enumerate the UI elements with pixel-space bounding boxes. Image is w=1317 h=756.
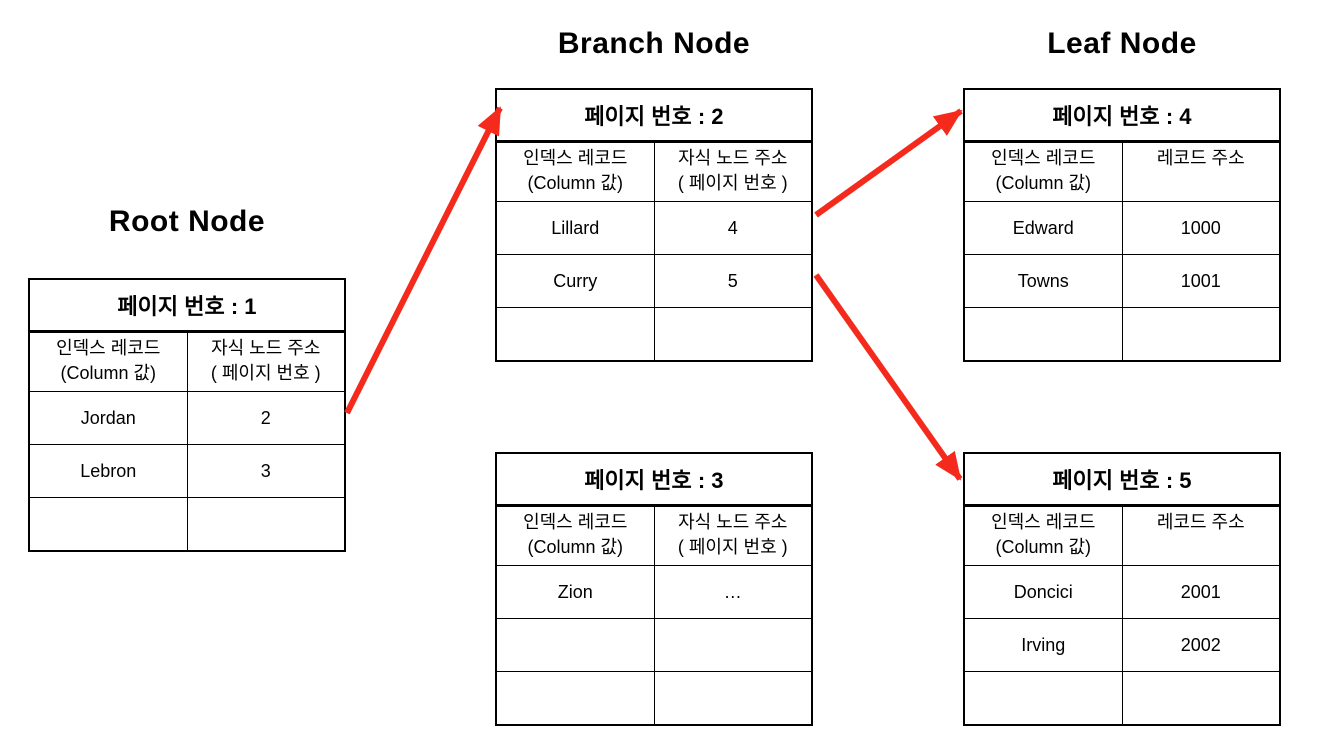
index-record-cell: [28, 497, 188, 552]
table-title: 페이지 번호 : 5: [963, 452, 1281, 507]
table-row: Lillard 4: [495, 201, 813, 255]
table-title: 페이지 번호 : 3: [495, 452, 813, 507]
header-cell-record-address: 레코드 주소: [1121, 505, 1281, 566]
header-line: 레코드 주소: [1156, 512, 1245, 532]
table-row: Irving 2002: [963, 618, 1281, 672]
header-line: 자식 노드 주소: [678, 148, 788, 168]
node-table-page-3: 페이지 번호 : 3 인덱스 레코드 (Column 값) 자식 노드 주소 (…: [495, 452, 813, 726]
header-line: 자식 노드 주소: [211, 338, 321, 358]
header-line: (Column 값): [60, 363, 157, 383]
table-row: Lebron 3: [28, 444, 346, 498]
table-title: 페이지 번호 : 4: [963, 88, 1281, 143]
address-cell: 1000: [1121, 201, 1281, 255]
index-record-cell: Edward: [963, 201, 1123, 255]
arrow-page2-to-page4: [814, 108, 963, 218]
table-row: Jordan 2: [28, 391, 346, 445]
address-cell: [653, 618, 813, 672]
index-record-cell: Jordan: [28, 391, 188, 445]
address-cell: [653, 307, 813, 362]
header-line: (Column 값): [995, 173, 1092, 193]
arrow-page2-to-page5: [813, 273, 963, 481]
header-line: ( 페이지 번호 ): [677, 537, 788, 557]
header-line: 인덱스 레코드: [523, 512, 628, 532]
node-table-page-2: 페이지 번호 : 2 인덱스 레코드 (Column 값) 자식 노드 주소 (…: [495, 88, 813, 362]
header-line: (Column 값): [527, 173, 624, 193]
table-row: Doncici 2001: [963, 565, 1281, 619]
address-cell: 4: [653, 201, 813, 255]
header-line: (Column 값): [527, 537, 624, 557]
index-record-cell: Doncici: [963, 565, 1123, 619]
table-row: [495, 618, 813, 672]
table-row: Zion …: [495, 565, 813, 619]
table-title: 페이지 번호 : 2: [495, 88, 813, 143]
header-line: 인덱스 레코드: [991, 148, 1096, 168]
table-row: [28, 497, 346, 552]
header-cell-record-address: 레코드 주소: [1121, 141, 1281, 202]
address-cell: 1001: [1121, 254, 1281, 308]
table-row: [495, 671, 813, 726]
node-table-page-4: 페이지 번호 : 4 인덱스 레코드 (Column 값) 레코드 주소 Edw…: [963, 88, 1281, 362]
node-table-page-5: 페이지 번호 : 5 인덱스 레코드 (Column 값) 레코드 주소 Don…: [963, 452, 1281, 726]
header-cell-child-node-address: 자식 노드 주소 ( 페이지 번호 ): [653, 505, 813, 566]
table-row: Edward 1000: [963, 201, 1281, 255]
header-line: (Column 값): [995, 537, 1092, 557]
index-record-cell: Lillard: [495, 201, 655, 255]
address-cell: [1121, 671, 1281, 726]
header-cell-index-record: 인덱스 레코드 (Column 값): [495, 505, 655, 566]
address-cell: 2001: [1121, 565, 1281, 619]
index-record-cell: [963, 671, 1123, 726]
index-record-cell: [963, 307, 1123, 362]
header-cell-child-node-address: 자식 노드 주소 ( 페이지 번호 ): [653, 141, 813, 202]
table-row: Towns 1001: [963, 254, 1281, 308]
table-title: 페이지 번호 : 1: [28, 278, 346, 333]
header-line: ( 페이지 번호 ): [677, 173, 788, 193]
address-cell: 2: [186, 391, 346, 445]
index-record-cell: [495, 671, 655, 726]
table-row: [495, 307, 813, 362]
index-record-cell: Towns: [963, 254, 1123, 308]
header-line: 레코드 주소: [1156, 148, 1245, 168]
header-line: 인덱스 레코드: [56, 338, 161, 358]
header-line: 인덱스 레코드: [523, 148, 628, 168]
address-cell: [186, 497, 346, 552]
header-line: 자식 노드 주소: [678, 512, 788, 532]
arrow-page1-to-page2: [344, 106, 503, 415]
header-cell-index-record: 인덱스 레코드 (Column 값): [28, 331, 188, 392]
index-record-cell: [495, 307, 655, 362]
header-cell-index-record: 인덱스 레코드 (Column 값): [963, 505, 1123, 566]
root-node-label: Root Node: [108, 205, 266, 238]
leaf-node-label: Leaf Node: [1047, 27, 1197, 60]
header-cell-index-record: 인덱스 레코드 (Column 값): [495, 141, 655, 202]
address-cell: [653, 671, 813, 726]
header-cell-index-record: 인덱스 레코드 (Column 값): [963, 141, 1123, 202]
address-cell: 5: [653, 254, 813, 308]
address-cell: 3: [186, 444, 346, 498]
node-table-page-1: 페이지 번호 : 1 인덱스 레코드 (Column 값) 자식 노드 주소 (…: [28, 278, 346, 552]
header-line: ( 페이지 번호 ): [210, 363, 321, 383]
address-cell: [1121, 307, 1281, 362]
index-record-cell: Irving: [963, 618, 1123, 672]
header-cell-child-node-address: 자식 노드 주소 ( 페이지 번호 ): [186, 331, 346, 392]
index-record-cell: [495, 618, 655, 672]
table-row: Curry 5: [495, 254, 813, 308]
address-cell: …: [653, 565, 813, 619]
index-record-cell: Lebron: [28, 444, 188, 498]
address-cell: 2002: [1121, 618, 1281, 672]
table-row: [963, 671, 1281, 726]
index-record-cell: Curry: [495, 254, 655, 308]
branch-node-label: Branch Node: [557, 27, 751, 60]
table-row: [963, 307, 1281, 362]
index-record-cell: Zion: [495, 565, 655, 619]
header-line: 인덱스 레코드: [991, 512, 1096, 532]
